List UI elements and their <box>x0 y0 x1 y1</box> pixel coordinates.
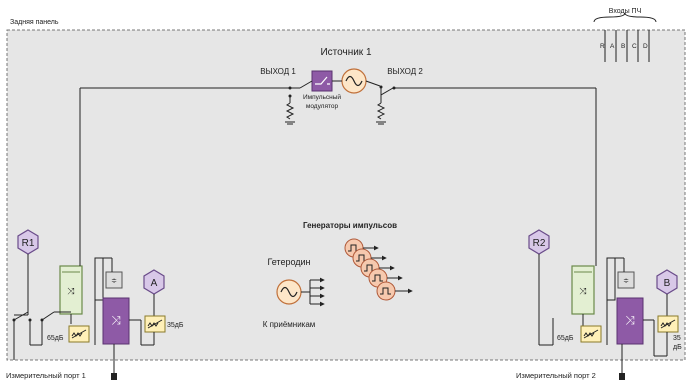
back-panel-label: Задняя панель <box>10 19 59 26</box>
coupler-left-purple <box>102 297 130 345</box>
svg-text:≑: ≑ <box>111 278 117 285</box>
if-letter-b: B <box>621 43 625 50</box>
r1-label: R1 <box>22 238 35 249</box>
svg-text:⤨: ⤨ <box>111 313 121 327</box>
svg-text:≑: ≑ <box>623 278 629 285</box>
modulator-switch-icon <box>315 76 330 85</box>
if-inputs: Входы ПЧ R A B C D <box>593 8 657 62</box>
if-letter-r: R <box>600 43 605 50</box>
coupler-right-purple <box>616 297 644 345</box>
att-65db-left-label: 65дБ <box>47 335 64 342</box>
svg-text:⤨: ⤨ <box>67 286 75 296</box>
port2-label: Измерительный порт 2 <box>516 371 596 380</box>
r2-label: R2 <box>533 238 546 249</box>
pulse-generators-label: Генераторы импульсов <box>303 221 397 230</box>
left-switch-small <box>105 271 123 289</box>
out1-label: ВЫХОД 1 <box>260 67 296 76</box>
right-switch-small <box>617 271 635 289</box>
if-letter-c: C <box>632 43 637 50</box>
port1-connector <box>111 373 117 380</box>
out1-termination-resistor <box>285 102 295 120</box>
pulse-modulator-block <box>311 70 333 92</box>
att-35db-right-label-1: 35 <box>673 335 681 342</box>
if-inputs-brace <box>593 12 657 23</box>
pulse-generators <box>344 238 413 301</box>
if-letter-d: D <box>643 43 648 50</box>
svg-text:⤨: ⤨ <box>579 286 587 296</box>
if-letter-a: A <box>610 43 615 50</box>
source-title: Источник 1 <box>320 47 371 58</box>
to-receivers-label: К приёмникам <box>263 320 316 329</box>
out2-termination-resistor <box>376 102 386 120</box>
b-label: B <box>664 278 671 289</box>
port2-connector <box>619 373 625 380</box>
port1-label: Измерительный порт 1 <box>6 371 86 380</box>
pulse-mod-label-2: модулятор <box>306 103 339 110</box>
att-35db-left-label: 35дБ <box>167 322 184 329</box>
out2-label: ВЫХОД 2 <box>387 67 423 76</box>
att-35db-right-label-2: дБ <box>673 344 682 351</box>
svg-text:⤨: ⤨ <box>625 313 635 327</box>
lo-label: Гетеродин <box>267 257 310 267</box>
if-inputs-label: Входы ПЧ <box>609 8 642 15</box>
a-label: A <box>151 278 158 289</box>
pulse-mod-label-1: Импульсный <box>303 93 341 101</box>
att-65db-right-label: 65дБ <box>557 335 574 342</box>
